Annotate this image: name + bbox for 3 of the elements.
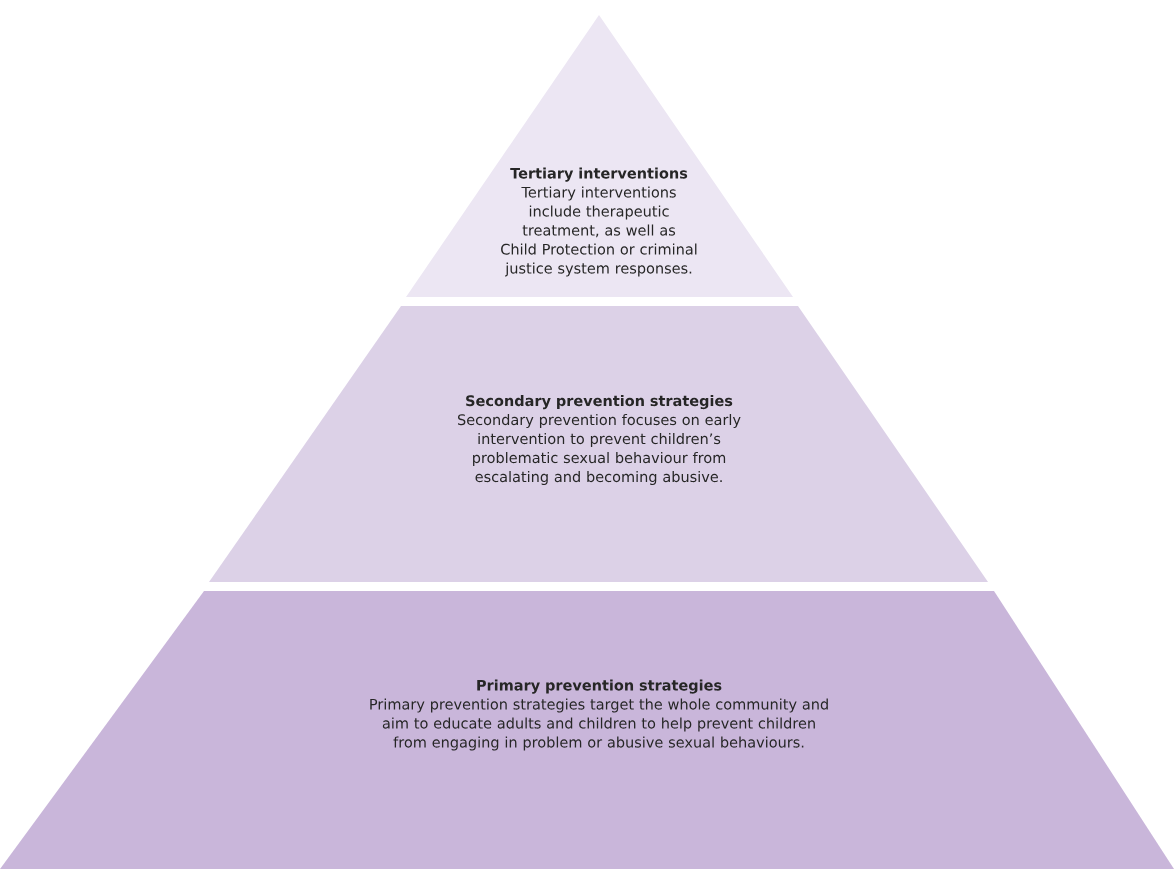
pyramid-tier: Tertiary interventions Tertiary interventions include therapeutic treatment, as well as Child Protection or criminal justice system responses. <box>406 15 793 297</box>
pyramid-tier: Secondary prevention strategies Secondary prevention focuses on early intervention to prevent children’s problematic sexual behaviour from escalating and becoming abusive. <box>209 306 988 582</box>
pyramid-tier: Primary prevention strategies Primary prevention strategies target the whole community and aim to educate adults and children to help prevent children from engaging in problem or abusive sexual behaviours. <box>0 591 1174 869</box>
